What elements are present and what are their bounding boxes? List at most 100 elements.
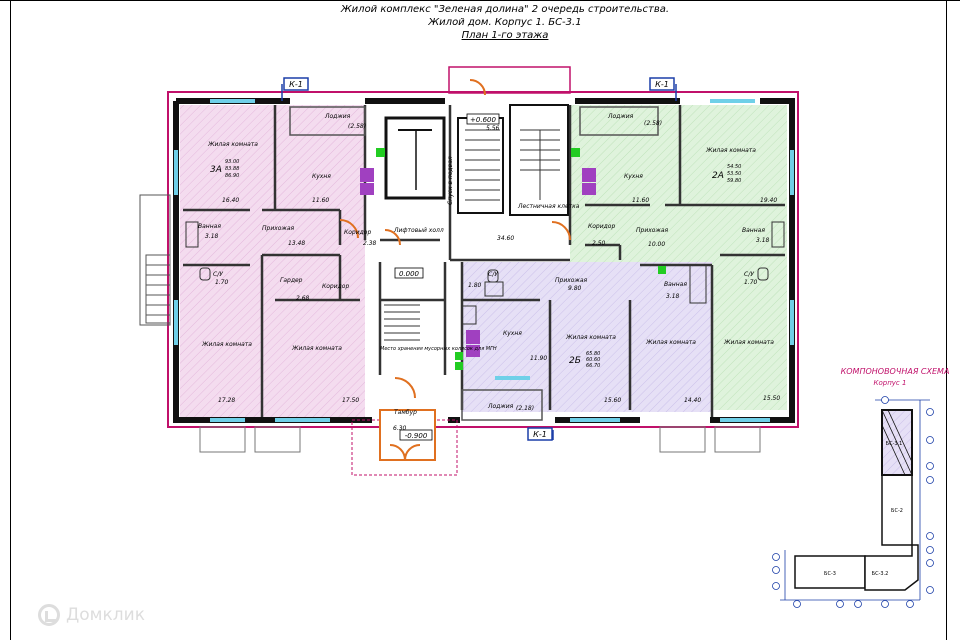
lift-shaft [384,116,446,200]
elevation-basement: +0.600 [470,116,496,124]
left-loggia-label: Лоджия [324,113,351,120]
right-corridor-area: 2.50 [592,240,606,247]
left-living2-label: Жилая комната [201,341,252,348]
title-line-3: План 1-го этажа [461,30,549,41]
basement-label: Спуск в подвал [447,156,454,205]
mid-apt-area-3: 66.70 [586,363,600,369]
mid-kitchen-label: Кухня [503,330,522,337]
right-apt-area-2: 53.50 [727,171,741,177]
left-bath-area: 3.18 [205,233,219,240]
mid-apt-area-2: 60.60 [586,357,600,363]
mid-bath-label: Ванная [664,281,687,288]
loggia-middle [461,389,543,421]
stair-area: 34.60 [497,235,514,242]
building-outline [167,91,799,428]
left-living1-label: Жилая комната [207,141,258,148]
loggia-right [579,106,659,136]
right-wc-label: С/У [744,271,754,278]
right-loggia-area: (2.58) [644,120,662,127]
mid-loggia-label: Лоджия [487,403,514,410]
porch-right-1 [659,426,706,453]
left-living3-label: Жилая комната [291,345,342,352]
right-living1-area: 19.40 [760,197,777,204]
right-wc-area: 1.70 [744,279,758,286]
section-mark-1: К-1 [289,80,303,89]
tambour-area: 6.30 [393,425,407,432]
scheme-title: КОМПОНОВОЧНАЯ СХЕМА [840,367,950,376]
scheme-block-3: БС-3 [824,571,836,577]
lobby-stair [384,304,420,341]
watermark-text: Домклик [66,605,145,625]
scheme-block-1: БС-3.1 [886,441,903,447]
scheme-subtitle: Корпус 1 [873,379,907,387]
scheme-block-4: БС-3.2 [872,571,889,577]
right-corridor-label: Коридор [588,223,615,230]
frame-right [946,0,947,640]
left-corridor2-label: Коридор [322,283,349,290]
mid-hall-area: 9.80 [568,285,582,292]
right-living2-label: Жилая комната [723,339,774,346]
domclick-logo-icon [38,604,60,626]
left-kitchen-area: 11.60 [312,197,329,204]
main-stair [509,104,569,216]
doors [339,79,571,461]
layout-scheme [772,396,934,608]
stair-label: Лестничная клетка [517,203,580,210]
left-wc-label: С/У [213,271,223,278]
left-loggia-area: (2.58) [348,123,366,130]
porch-right-2 [714,426,761,453]
basement-area: 5.56 [486,125,500,132]
left-wc-area: 1.70 [215,279,229,286]
right-apt-number: 2А [712,171,724,181]
shaft-markers [376,148,666,370]
porch-left-1 [199,426,246,453]
left-living2-area: 17.28 [218,397,235,404]
left-hall-label: Прихожая [262,225,295,232]
mid-living2-label: Жилая комната [645,339,696,346]
title-block: Жилой комплекс "Зеленая долина" 2 очеред… [330,3,680,42]
elevation-ground: 0.000 [399,270,420,278]
frame-left [10,0,11,640]
right-kitchen-label: Кухня [624,173,643,180]
scheme-block-2: БС-2 [891,508,903,514]
title-line-1: Жилой комплекс "Зеленая долина" 2 очеред… [340,4,670,15]
left-wardrobe-area: 2.68 [296,295,310,302]
right-bath-area: 3.18 [756,237,770,244]
mid-living1-label: Жилая комната [565,334,616,341]
left-apt-area-3: 86.90 [225,173,239,179]
right-apt-area-3: 59.80 [727,178,741,184]
mid-kitchen-area: 11.90 [530,355,547,362]
left-corridor-label: Коридор [344,229,371,236]
windows [174,99,794,422]
section-markers [281,77,677,441]
left-wardrobe-label: Гардер [280,277,303,284]
right-hall-area: 10.00 [648,241,665,248]
left-living1-area: 16.40 [222,197,239,204]
left-living3-area: 17.50 [342,397,359,404]
right-living1-label: Жилая комната [705,147,756,154]
ventilation-blocks [360,168,596,357]
right-hall-label: Прихожая [636,227,669,234]
lift-hall-label: Лифтовый холл [393,227,444,234]
left-corridor-area: 2.38 [363,240,377,247]
right-living2-area: 15.50 [763,395,780,402]
right-bath-label: Ванная [742,227,765,234]
left-kitchen-label: Кухня [312,173,331,180]
left-apt-area-1: 93.00 [225,159,239,165]
left-hall-area: 13.48 [288,240,305,247]
left-apt-area-2: 83.88 [225,166,239,172]
section-mark-3: К-1 [533,430,547,439]
apartment-left-fill [180,105,365,417]
mid-wc-label: С/У [488,271,498,278]
tambour-label: Тамбур [394,409,417,416]
right-apt-area-1: 54.50 [727,164,741,170]
apartment-middle-fill [462,262,712,412]
right-loggia-label: Лоджия [607,113,634,120]
mid-wc-area: 1.80 [468,282,482,289]
fixtures [185,221,785,325]
mid-apt-number: 2Б [569,356,581,366]
roof-projection [448,66,571,94]
left-bath-label: Ванная [198,223,221,230]
mid-bath-area: 3.18 [666,293,680,300]
section-mark-2: К-1 [655,80,669,89]
